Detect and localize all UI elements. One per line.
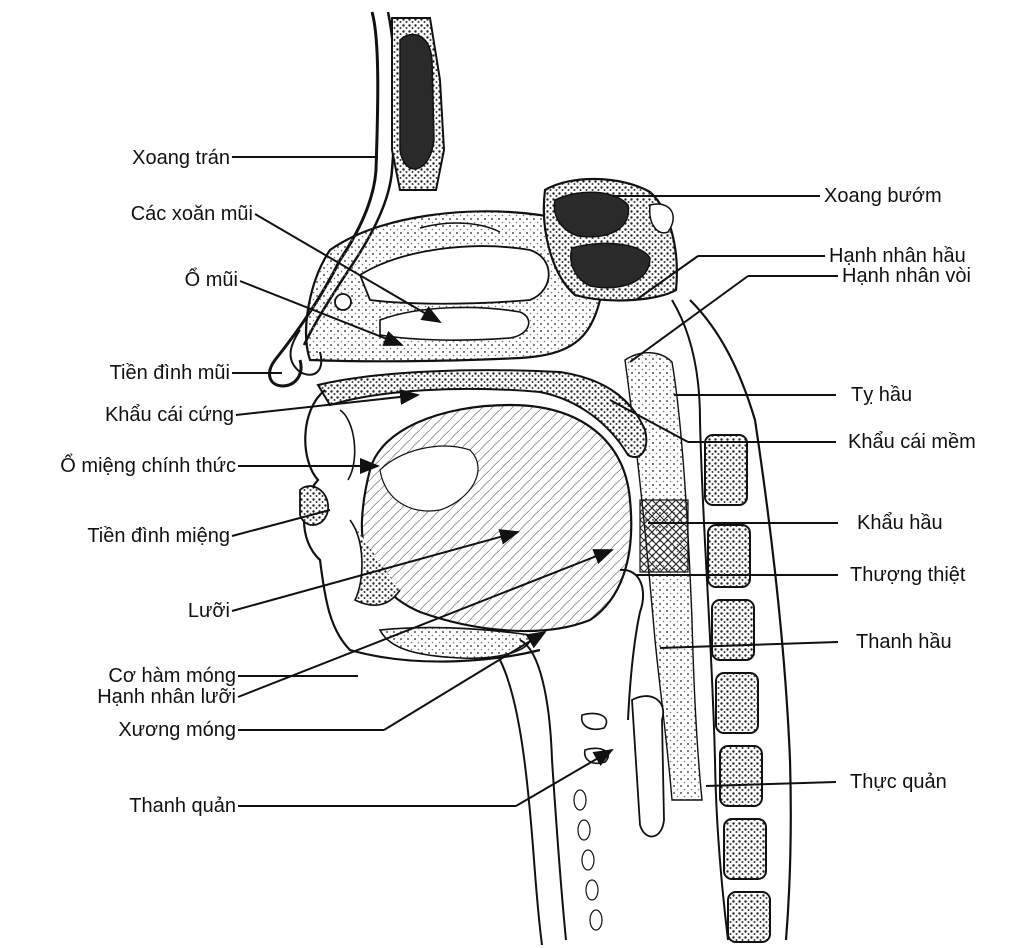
label-pharyngeal-tonsil: Hạnh nhân hầu bbox=[829, 245, 966, 267]
sphenoid-bone bbox=[544, 179, 677, 300]
label-hard-palate: Khẩu cái cứng bbox=[105, 404, 234, 426]
label-tubal-tonsil: Hạnh nhân vòi bbox=[842, 265, 971, 287]
label-nasal-vestibule: Tiền đình mũi bbox=[110, 362, 230, 384]
label-tongue: Lưỡi bbox=[188, 600, 230, 622]
label-hyoid-bone: Xương móng bbox=[118, 719, 236, 741]
label-larynx: Thanh quản bbox=[129, 795, 236, 817]
label-nasal-cavity: Ổ mũi bbox=[185, 269, 238, 291]
label-oropharynx: Khẩu hầu bbox=[857, 512, 943, 534]
label-lingual-tonsil: Hạnh nhân lưỡi bbox=[97, 686, 236, 708]
tongue-body bbox=[362, 405, 631, 631]
label-epiglottis: Thượng thiệt bbox=[850, 564, 965, 586]
label-nasal-conchae: Các xoăn mũi bbox=[131, 203, 253, 225]
oropharynx-hatched bbox=[640, 500, 688, 572]
label-frontal-sinus: Xoang trán bbox=[132, 147, 230, 169]
label-nasopharynx: Tỵ hầu bbox=[851, 384, 912, 406]
label-soft-palate: Khẩu cái mềm bbox=[848, 431, 976, 453]
label-mylohyoid: Cơ hàm móng bbox=[108, 665, 236, 687]
label-laryngopharynx: Thanh hầu bbox=[856, 631, 952, 653]
label-oral-cavity-proper: Ổ miệng chính thức bbox=[60, 455, 236, 477]
label-oral-vestibule: Tiền đình miệng bbox=[87, 525, 230, 547]
label-esophagus: Thực quản bbox=[850, 771, 947, 793]
label-sphenoid-sinus: Xoang bướm bbox=[824, 185, 942, 207]
